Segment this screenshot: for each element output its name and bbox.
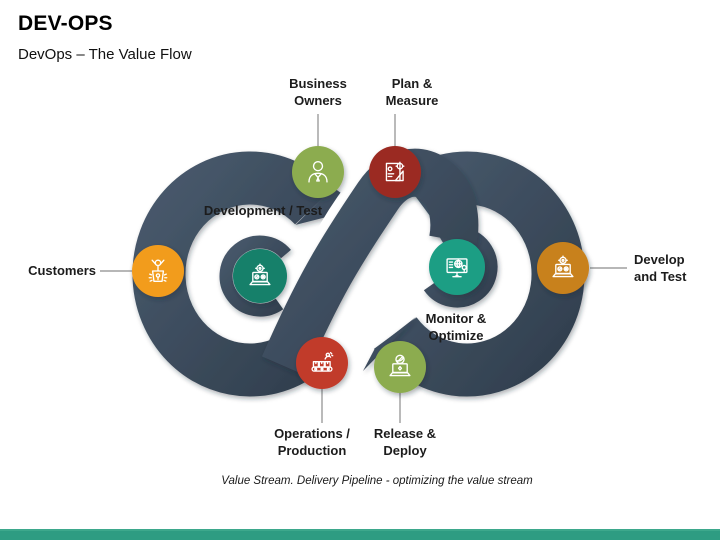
laptop-gear-icon (249, 263, 271, 286)
label-release-deploy: Release & Deploy (373, 426, 437, 458)
footer-accent-bar (0, 529, 720, 540)
page-subtitle: DevOps – The Value Flow (18, 46, 192, 63)
node-plan-measure (369, 146, 421, 198)
label-plan-measure: Plan & Measure (385, 76, 439, 108)
node-circle (369, 146, 421, 198)
page-title: DEV-OPS (18, 12, 113, 35)
value-stream-caption: Value Stream. Delivery Pipeline - optimi… (221, 475, 533, 487)
node-circle (292, 146, 344, 198)
monitor-globe-search-icon (446, 258, 468, 278)
person-icon (308, 160, 328, 183)
label-development-test: Development / Test (203, 203, 323, 218)
label-operations-production: Operations / Production (274, 426, 350, 458)
node-operations-production (296, 337, 348, 389)
connectors (100, 114, 627, 423)
conveyor-production-icon (311, 351, 334, 372)
blueprint-ruler-gear-icon (385, 161, 405, 182)
laptop-release-icon (389, 354, 411, 377)
ribbon-left-curl (219, 235, 291, 317)
node-develop-and-test (537, 242, 589, 294)
node-customers (132, 245, 184, 297)
label-develop-and-test: Develop and Test (634, 252, 687, 284)
node-business-owners (292, 146, 344, 198)
laptop-test-icon (552, 255, 574, 278)
nodes (132, 146, 589, 393)
node-release-deploy (374, 341, 426, 393)
node-monitor-optimize (429, 239, 485, 295)
label-business-owners: Business Owners (289, 76, 347, 108)
node-development-test (233, 249, 287, 303)
node-circle (233, 249, 287, 303)
label-customers: Customers (28, 263, 96, 278)
node-circle (537, 242, 589, 294)
customer-satisfaction-icon (148, 259, 168, 283)
label-monitor-optimize: Monitor & Optimize (425, 311, 487, 343)
